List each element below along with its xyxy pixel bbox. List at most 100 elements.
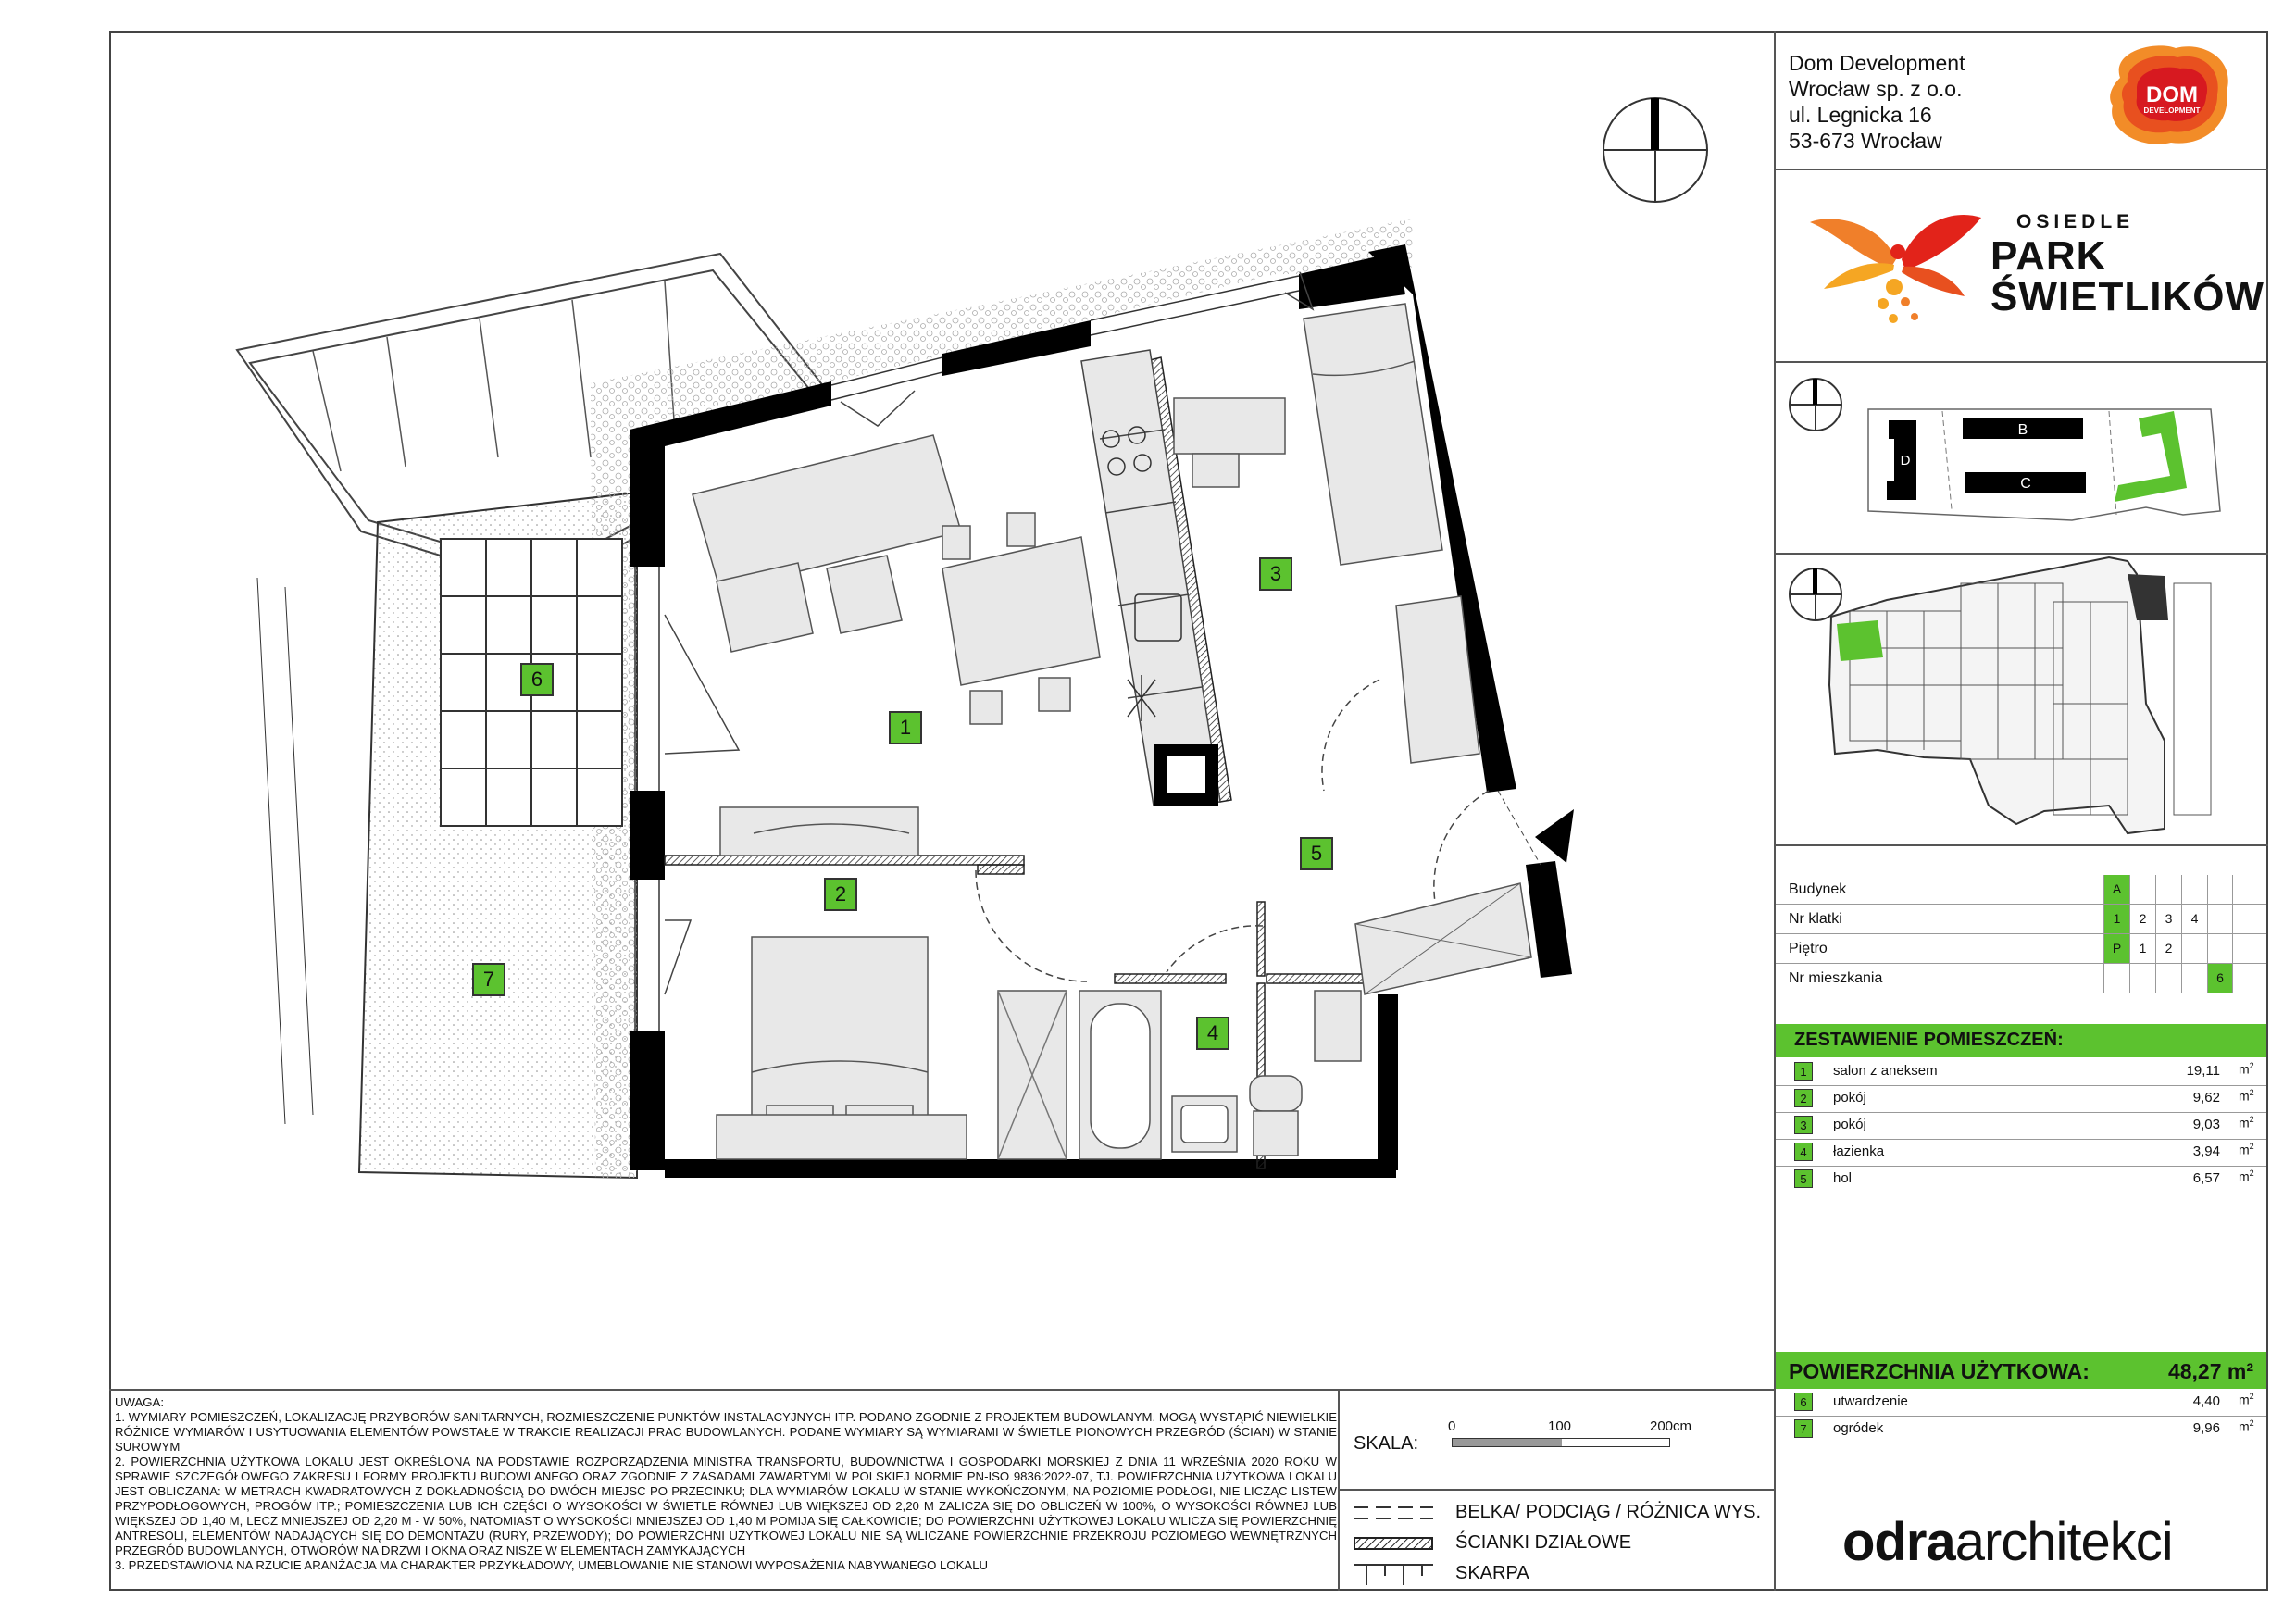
- site-building-d: D: [1901, 453, 1911, 468]
- room-tag-5: 5: [1300, 837, 1333, 870]
- right-column-divider: [1774, 31, 1776, 1591]
- room3-furniture: [1173, 303, 1480, 764]
- key-floor-plan: [1789, 556, 2212, 835]
- room-number: 4: [1794, 1143, 1813, 1161]
- info-cell: 2: [2129, 905, 2155, 933]
- unit-base: m: [2239, 1142, 2250, 1157]
- room-name: łazienka: [1833, 1143, 1885, 1159]
- legend-slope-label: SKARPA: [1455, 1563, 1529, 1583]
- info-cell: [2129, 875, 2155, 904]
- room-area: 3,94: [2192, 1143, 2220, 1159]
- company-line: 53-673 Wrocław: [1789, 129, 1942, 153]
- unit-base: m: [2239, 1392, 2250, 1407]
- door-swings: [975, 679, 1490, 982]
- company-line: Wrocław sp. z o.o.: [1789, 77, 1963, 101]
- estate-line1: PARK: [1990, 233, 2107, 279]
- room-unit: m2: [2239, 1168, 2254, 1184]
- room-unit: m2: [2239, 1418, 2254, 1434]
- legend-beam-label: BELKA/ PODCIĄG / RÓŻNICA WYS.: [1455, 1502, 1762, 1522]
- note-item: 1. WYMIARY POMIESZCZEŃ, LOKALIZACJĘ PRZY…: [115, 1410, 1337, 1454]
- estate-small: OSIEDLE: [2016, 211, 2135, 232]
- total-area-bar: POWIERZCHNIA UŻYTKOWA: 48,27 m²: [1776, 1352, 2266, 1389]
- unit-sup: 2: [2249, 1168, 2254, 1178]
- scale-tick-0: 0: [1448, 1418, 1456, 1434]
- architect-light: architekci: [1954, 1512, 2174, 1572]
- notes-title: UWAGA:: [115, 1395, 164, 1409]
- bathroom-fixtures: [997, 990, 1362, 1160]
- note-item: 2. POWIERZCHNIA UŻYTKOWA LOKALU JEST OKR…: [115, 1455, 1337, 1557]
- logo-text-bottom: DEVELOPMENT: [2144, 106, 2201, 115]
- site-building-b: B: [2018, 422, 2028, 438]
- company-line: Dom Development: [1789, 51, 1965, 75]
- unit-sup: 2: [2249, 1392, 2254, 1401]
- scale-tick-200: 200cm: [1650, 1418, 1692, 1434]
- room-name: salon z aneksem: [1833, 1063, 1938, 1079]
- divider-notes: [109, 1389, 1776, 1391]
- info-cell: 1: [2103, 905, 2129, 933]
- room-tag-1: 1: [889, 711, 922, 744]
- info-cell: 2: [2155, 934, 2181, 963]
- room-number: 1: [1794, 1062, 1813, 1081]
- room-tag-7: 7: [472, 963, 505, 996]
- floor-plan: [235, 97, 1708, 1180]
- room-area: 19,11: [2186, 1063, 2220, 1079]
- info-cell: 3: [2155, 905, 2181, 933]
- divider-legend: [1338, 1489, 1776, 1491]
- site-plan: B C D A: [1789, 378, 2221, 521]
- room-number: 6: [1794, 1393, 1813, 1411]
- scale-label: SKALA:: [1354, 1433, 1419, 1454]
- kitchen-units: [1080, 349, 1221, 806]
- unit-base: m: [2239, 1061, 2250, 1077]
- unit-sup: 2: [2249, 1088, 2254, 1097]
- unit-sup: 2: [2249, 1142, 2254, 1151]
- room-area: 9,62: [2192, 1090, 2220, 1106]
- bedroom-furniture: [716, 806, 967, 1160]
- room-name: pokój: [1833, 1117, 1866, 1132]
- room-name: hol: [1833, 1170, 1853, 1186]
- north-arrow-icon: [1603, 97, 1708, 203]
- scale-bar: [1452, 1438, 1670, 1447]
- architect-bold: odra: [1842, 1512, 1956, 1572]
- info-label: Nr klatki: [1789, 911, 1842, 927]
- room-number: 5: [1794, 1169, 1813, 1188]
- unit-base: m: [2239, 1168, 2250, 1184]
- room-name: pokój: [1833, 1090, 1866, 1106]
- info-cell: [2155, 964, 2181, 993]
- extra-row: 6 utwardzenie 4,40 m2: [1776, 1389, 2266, 1417]
- scale-bar-segment: [1453, 1439, 1562, 1446]
- info-cell: [2181, 934, 2207, 963]
- info-row-floor: Piętro P 1 2: [1776, 934, 2266, 964]
- unit-sup: 2: [2249, 1418, 2254, 1428]
- room-area: 9,03: [2192, 1117, 2220, 1132]
- divider-estate: [1774, 361, 2268, 363]
- info-cell: [2207, 905, 2233, 933]
- room-number: 2: [1794, 1089, 1813, 1107]
- room-tag-3: 3: [1259, 557, 1292, 591]
- unit-sup: 2: [2249, 1115, 2254, 1124]
- room-unit: m2: [2239, 1115, 2254, 1131]
- scale-tick-100: 100: [1548, 1418, 1572, 1434]
- room-unit: m2: [2239, 1142, 2254, 1157]
- company-address: Dom Development Wrocław sp. z o.o. ul. L…: [1789, 50, 1965, 154]
- room-name: utwardzenie: [1833, 1393, 1908, 1409]
- info-cell: [2155, 875, 2181, 904]
- info-cell: [2129, 964, 2155, 993]
- dom-development-logo: DOM DEVELOPMENT: [2110, 45, 2228, 144]
- site-building-a: A: [2155, 447, 2165, 463]
- room-area: 4,40: [2192, 1393, 2220, 1409]
- room-name: ogródek: [1833, 1420, 1884, 1436]
- unit-sup: 2: [2249, 1061, 2254, 1070]
- legend-partition-icon: [1354, 1537, 1433, 1550]
- north-arrow-icon: [1789, 378, 1842, 431]
- info-cell: [2181, 875, 2207, 904]
- room-row: 3 pokój 9,03 m2: [1776, 1112, 2266, 1140]
- room-tag-4: 4: [1196, 1017, 1229, 1050]
- site-building-c: C: [2020, 476, 2031, 492]
- unit-base: m: [2239, 1115, 2250, 1131]
- room-row: 4 łazienka 3,94 m2: [1776, 1139, 2266, 1167]
- info-cell: [2207, 875, 2233, 904]
- notes-block: UWAGA: 1. WYMIARY POMIESZCZEŃ, LOKALIZAC…: [115, 1395, 1337, 1573]
- info-label: Budynek: [1789, 881, 1847, 897]
- sheet-frame: [109, 31, 2268, 1591]
- room-unit: m2: [2239, 1061, 2254, 1077]
